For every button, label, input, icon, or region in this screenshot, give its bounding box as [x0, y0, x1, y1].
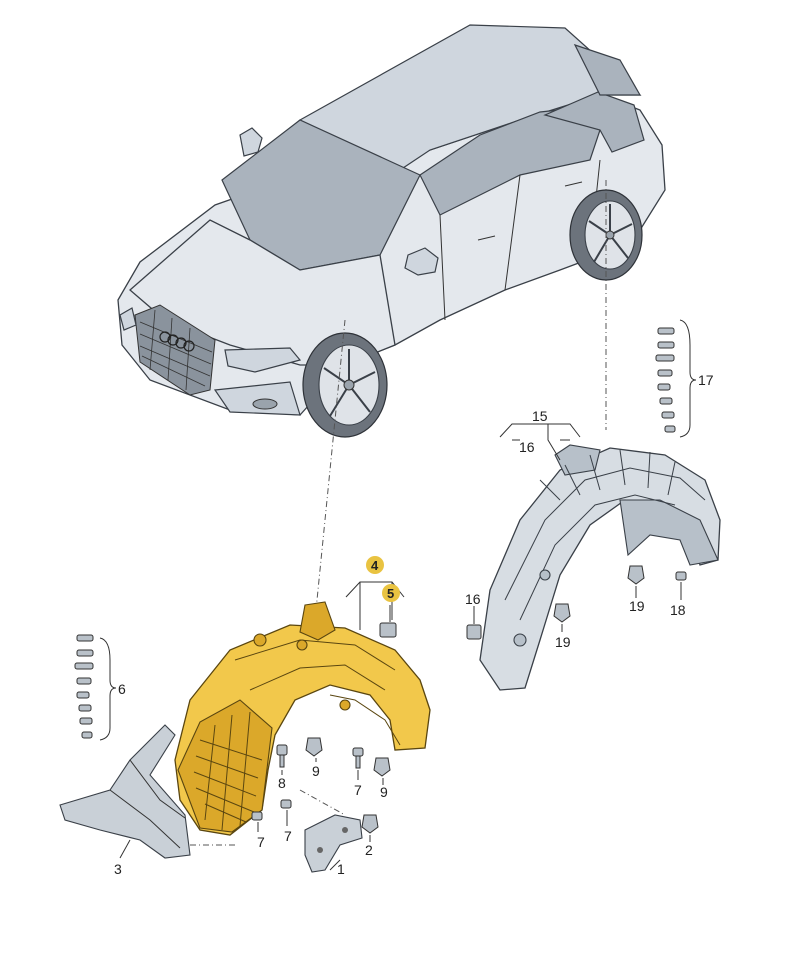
callout-16b: 16 [465, 591, 481, 607]
callout-18: 18 [670, 602, 686, 618]
callout-7b: 7 [284, 828, 292, 844]
callout-17: 17 [698, 372, 714, 388]
leader-lines [190, 180, 607, 846]
callout-4-highlight [366, 556, 384, 574]
callout-19a: 19 [629, 598, 645, 614]
wheel-housing-liner-icon [174, 601, 431, 836]
callout-labels: 1 2 3 4 5 6 7 7 7 8 9 9 15 16 16 17 18 1… [114, 372, 714, 877]
callout-9a: 9 [312, 763, 320, 779]
callout-8: 8 [278, 775, 286, 791]
callout-16a: 16 [519, 439, 535, 455]
bracket-icon [304, 814, 363, 873]
callout-1: 1 [337, 861, 345, 877]
callout-15: 15 [532, 408, 548, 424]
callout-5-highlight [382, 584, 400, 602]
callout-5: 5 [387, 586, 394, 601]
callout-6: 6 [118, 681, 126, 697]
callout-7c: 7 [354, 782, 362, 798]
callout-3: 3 [114, 861, 122, 877]
wheel-housing-liner-rear-icon [479, 444, 721, 691]
callout-7a: 7 [257, 834, 265, 850]
callout-19b: 19 [555, 634, 571, 650]
callout-2: 2 [365, 842, 373, 858]
callout-9b: 9 [380, 784, 388, 800]
callout-4: 4 [371, 558, 379, 573]
car-icon [117, 24, 666, 438]
screw-icon [74, 327, 687, 834]
underbody-panel-icon [59, 724, 191, 859]
